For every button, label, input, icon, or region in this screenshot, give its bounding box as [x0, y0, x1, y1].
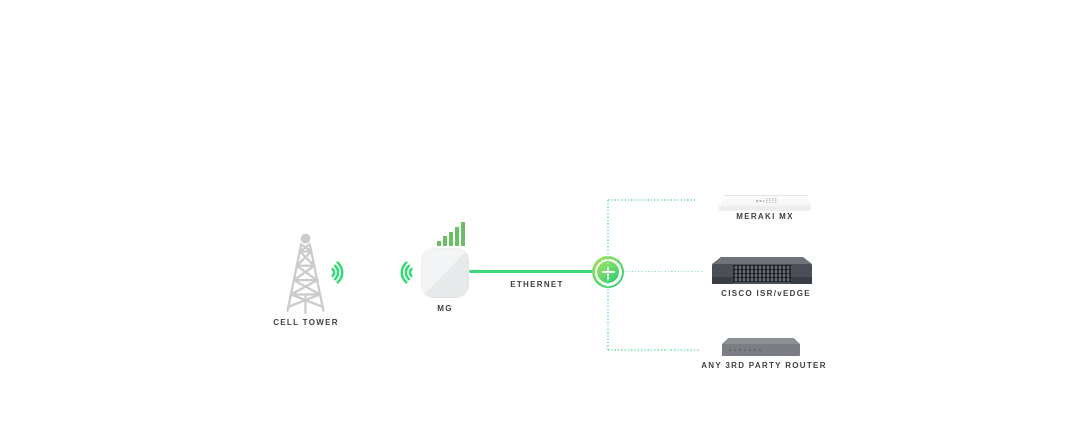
- ethernet-link-line: [469, 270, 594, 273]
- mx-vent-marks: [766, 198, 778, 204]
- cisco-isr-label: CISCO ISR/vEDGE: [721, 289, 811, 298]
- ethernet-label: ETHERNET: [510, 280, 564, 289]
- dotted-line-vertical: [607, 200, 609, 350]
- isr-vent-grid: [733, 265, 791, 282]
- dotted-line-to-isr: [625, 270, 703, 272]
- isr-right-bezel: [791, 277, 812, 284]
- mg-signal-waves-icon: [400, 261, 413, 284]
- cell-tower-label: CELL TOWER: [273, 318, 339, 327]
- isr-router-top: [712, 257, 812, 264]
- router-port-dots: [729, 348, 762, 351]
- third-party-router-label: ANY 3RD PARTY ROUTER: [701, 361, 827, 370]
- meraki-mx-label: MERAKI MX: [736, 212, 794, 221]
- mx-appliance-base: [719, 206, 811, 210]
- isr-left-bezel: [712, 277, 733, 284]
- third-party-router-top: [722, 338, 800, 344]
- cellular-signal-bars-icon: [437, 222, 467, 246]
- mx-port-marks: [756, 200, 764, 202]
- dotted-line-to-router: [608, 349, 700, 351]
- mg-gateway-icon: [421, 248, 469, 298]
- cell-tower-icon: [286, 233, 325, 315]
- dotted-line-to-mx: [608, 199, 697, 201]
- tower-signal-waves-icon: [331, 261, 344, 284]
- mg-label: MG: [437, 304, 453, 313]
